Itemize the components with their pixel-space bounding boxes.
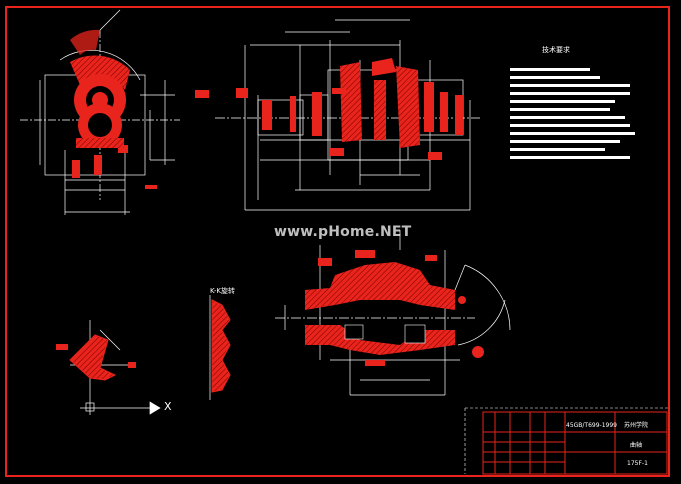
title-block [482, 411, 668, 475]
detail-view-hatch [56, 334, 136, 381]
axis-x-label: X [164, 400, 172, 413]
end-view-hatch [70, 29, 157, 189]
notes-lines [510, 68, 635, 159]
drawing-border [5, 6, 670, 477]
watermark: www.pHome.NET [274, 224, 412, 240]
section-label: K-K旋转 [210, 287, 235, 295]
title-block-drawing-no: 175F-1 [627, 460, 648, 467]
title-block-school: 苏州学院 [624, 422, 649, 429]
section-view-hatch [305, 250, 484, 366]
kk-profile [209, 295, 231, 400]
main-view-hatch [195, 58, 463, 160]
title-block-part-name: 曲轴 [630, 442, 643, 449]
notes-title: 技术要求 [542, 46, 570, 54]
title-block-standard: 45GB/T699-1999 [566, 422, 617, 429]
section-view [275, 230, 511, 396]
